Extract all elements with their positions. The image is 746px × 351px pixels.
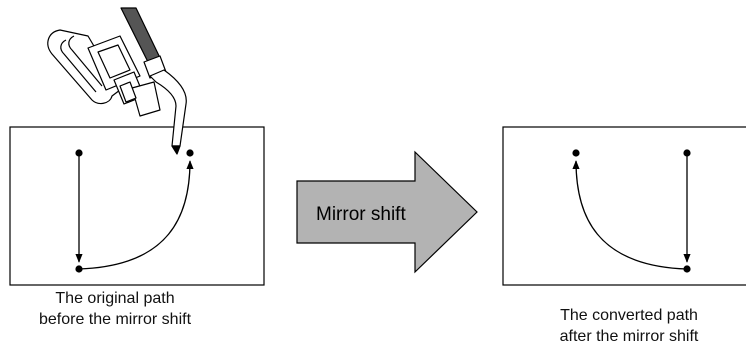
converted-path-frame — [502, 126, 746, 286]
converted-path-panel — [502, 126, 746, 286]
mirror-shift-arrow: Mirror shift — [296, 150, 478, 274]
original-path-panel — [9, 126, 265, 286]
converted-arc-segment — [572, 160, 688, 270]
converted-path-caption: The converted path after the mirror shif… — [514, 305, 744, 347]
original-arc-segment — [78, 160, 194, 270]
welding-torch-icon — [47, 7, 187, 155]
original-point-top-right — [186, 149, 194, 157]
mirror-shift-arrow-shape — [296, 150, 478, 274]
converted-point-bottom-right — [683, 265, 691, 273]
converted-point-top-left — [572, 149, 580, 157]
original-path-caption: The original path before the mirror shif… — [0, 288, 230, 330]
original-path-frame — [9, 126, 265, 286]
original-point-bottom-left — [75, 265, 83, 273]
original-point-top-left — [75, 149, 83, 157]
converted-caption-line1: The converted path — [560, 307, 698, 324]
original-caption-line2: before the mirror shift — [38, 311, 192, 328]
original-caption-line1: The original path — [55, 290, 175, 307]
converted-point-top-right — [683, 149, 691, 157]
converted-caption-line2: after the mirror shift — [559, 328, 699, 345]
mirror-shift-label: Mirror shift — [316, 204, 406, 225]
